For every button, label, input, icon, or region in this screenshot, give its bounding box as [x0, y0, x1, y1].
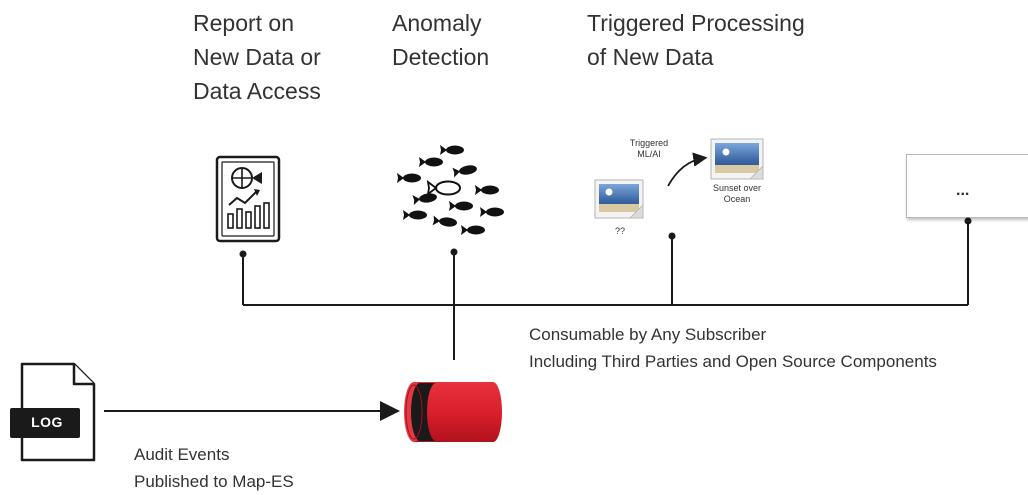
- subscriber-bus: [242, 221, 969, 360]
- result-image-label-line-1: Sunset over: [712, 183, 762, 193]
- heading-anomaly-line-1: Anomaly: [392, 10, 482, 36]
- ml-ai-arrow: [667, 152, 708, 187]
- heading-report-line-1: Report on: [193, 10, 295, 36]
- triggered-ml-label: Triggered ML/AI: [624, 138, 674, 160]
- heading-triggered: Triggered Processing of New Data: [587, 6, 805, 74]
- triggered-ml-label-line-2: ML/AI: [637, 149, 661, 159]
- audit-caption-line-1: Audit Events: [134, 445, 230, 464]
- heading-anomaly-line-2: Detection: [392, 44, 490, 70]
- heading-anomaly: Anomaly Detection: [392, 6, 489, 74]
- triggered-ml-label-line-1: Triggered: [629, 138, 669, 148]
- result-image-label-line-2: Ocean: [723, 194, 751, 204]
- bus-connection-dots: [239, 217, 972, 258]
- more-subscribers-label: ...: [956, 182, 970, 199]
- heading-report: Report on New Data or Data Access: [193, 6, 321, 108]
- heading-triggered-line-1: Triggered Processing: [587, 10, 805, 36]
- unknown-image-label: ??: [614, 226, 625, 236]
- more-subscribers-box: [906, 154, 1028, 218]
- fish-school-icon: [397, 145, 504, 235]
- heading-report-line-3: Data Access: [193, 78, 321, 104]
- subscriber-caption: Consumable by Any Subscriber Including T…: [529, 321, 937, 375]
- result-image-label: Sunset over Ocean: [700, 183, 774, 205]
- audit-caption-line-2: Published to Map-ES: [134, 472, 294, 491]
- heading-triggered-line-2: of New Data: [587, 44, 714, 70]
- event-stream-icon: [404, 382, 502, 442]
- log-label: LOG: [31, 414, 63, 430]
- log-file-icon: [10, 362, 96, 462]
- audit-caption: Audit Events Published to Map-ES: [134, 441, 294, 495]
- unknown-image-icon: [594, 179, 644, 219]
- subscriber-caption-line-1: Consumable by Any Subscriber: [529, 325, 767, 344]
- subscriber-caption-line-2: Including Third Parties and Open Source …: [529, 352, 937, 371]
- heading-report-line-2: New Data or: [193, 44, 321, 70]
- result-image-icon: [710, 138, 764, 180]
- report-icon: [215, 155, 281, 243]
